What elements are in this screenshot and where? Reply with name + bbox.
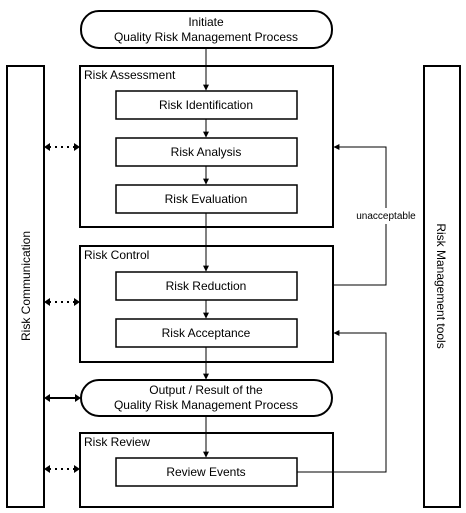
unacceptable-label-bg — [350, 208, 422, 224]
initiate-line2: Quality Risk Management Process — [114, 30, 298, 44]
risk-evaluation-label: Risk Evaluation — [165, 192, 248, 206]
output-link-arrow-right — [75, 394, 81, 402]
initiate-line1: Initiate — [188, 15, 224, 29]
risk-analysis-label: Risk Analysis — [171, 145, 242, 159]
control-link-arrow-left — [44, 298, 50, 306]
review-events-box: Review Events — [115, 457, 298, 487]
output-line1: Output / Result of the — [149, 383, 263, 397]
risk-acceptance-label: Risk Acceptance — [162, 326, 251, 340]
risk-reduction-label: Risk Reduction — [166, 279, 247, 293]
review-events-label: Review Events — [166, 465, 245, 479]
unacceptable-label: unacceptable — [356, 211, 416, 222]
risk-management-tools-label: Risk Management tools — [434, 223, 448, 348]
risk-assessment-title: Risk Assessment — [84, 68, 176, 82]
output-line2: Quality Risk Management Process — [114, 398, 298, 412]
risk-control-title: Risk Control — [84, 248, 149, 262]
review-link-arrow-right — [74, 465, 80, 473]
output-link-arrow-left — [44, 394, 50, 402]
risk-analysis-box: Risk Analysis — [115, 137, 298, 167]
risk-identification-box: Risk Identification — [115, 90, 298, 120]
risk-evaluation-box: Risk Evaluation — [115, 184, 298, 214]
feedback-loops: unacceptable — [297, 144, 422, 473]
risk-reduction-box: Risk Reduction — [115, 271, 298, 301]
communication-connectors — [44, 143, 81, 473]
risk-assessment-group: Risk Assessment Risk Identification Risk… — [79, 65, 334, 228]
risk-acceptance-box: Risk Acceptance — [115, 318, 298, 348]
control-link-arrow-right — [74, 298, 80, 306]
risk-management-tools-panel: Risk Management tools — [423, 65, 461, 508]
assessment-link-arrow-right — [74, 143, 80, 151]
review-link-arrow-left — [44, 465, 50, 473]
risk-review-title: Risk Review — [84, 435, 150, 449]
risk-identification-label: Risk Identification — [159, 98, 253, 112]
output-terminator: Output / Result of the Quality Risk Mana… — [80, 379, 333, 417]
risk-communication-panel: Risk Communication — [6, 65, 45, 508]
initiate-terminator: Initiate Quality Risk Management Process — [80, 10, 333, 49]
review-feedback-arrow — [297, 330, 387, 473]
risk-communication-label: Risk Communication — [19, 231, 33, 341]
assessment-link-arrow-left — [44, 143, 50, 151]
